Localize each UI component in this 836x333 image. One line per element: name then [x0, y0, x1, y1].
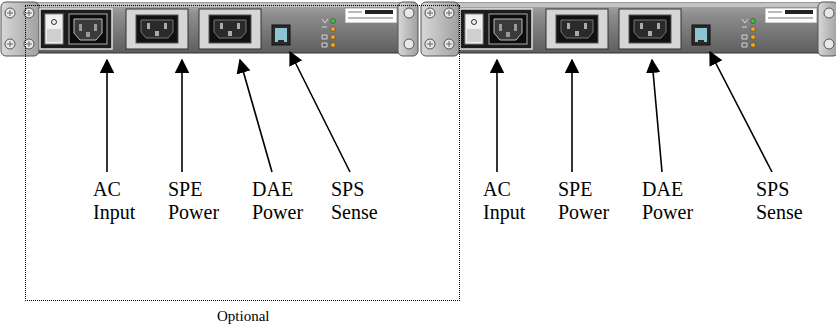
- part-label: DAE Power: [252, 178, 303, 224]
- leader-arrow: [496, 60, 498, 172]
- leader-arrow: [181, 60, 183, 172]
- leader-arrow: [240, 60, 272, 172]
- part-label: SPE Power: [558, 178, 609, 224]
- optional-region: Optional: [25, 5, 460, 301]
- leader-arrow: [290, 52, 350, 172]
- illustration-part: [107, 52, 772, 172]
- part-label: DAE Power: [642, 178, 693, 224]
- part-label: AC Input: [483, 178, 525, 224]
- part-label: SPS Sense: [756, 178, 803, 224]
- leader-arrow: [652, 60, 662, 172]
- part-label: SPE Power: [168, 178, 219, 224]
- part-label: SPS Sense: [331, 178, 378, 224]
- sps-unit: [421, 2, 836, 56]
- sps-unit: [1, 2, 418, 56]
- leader-arrow: [710, 52, 772, 172]
- leader-arrow: [571, 60, 573, 172]
- leader-arrow: [106, 60, 108, 172]
- part-label: AC Input: [93, 178, 135, 224]
- region-caption: Optional: [217, 308, 270, 325]
